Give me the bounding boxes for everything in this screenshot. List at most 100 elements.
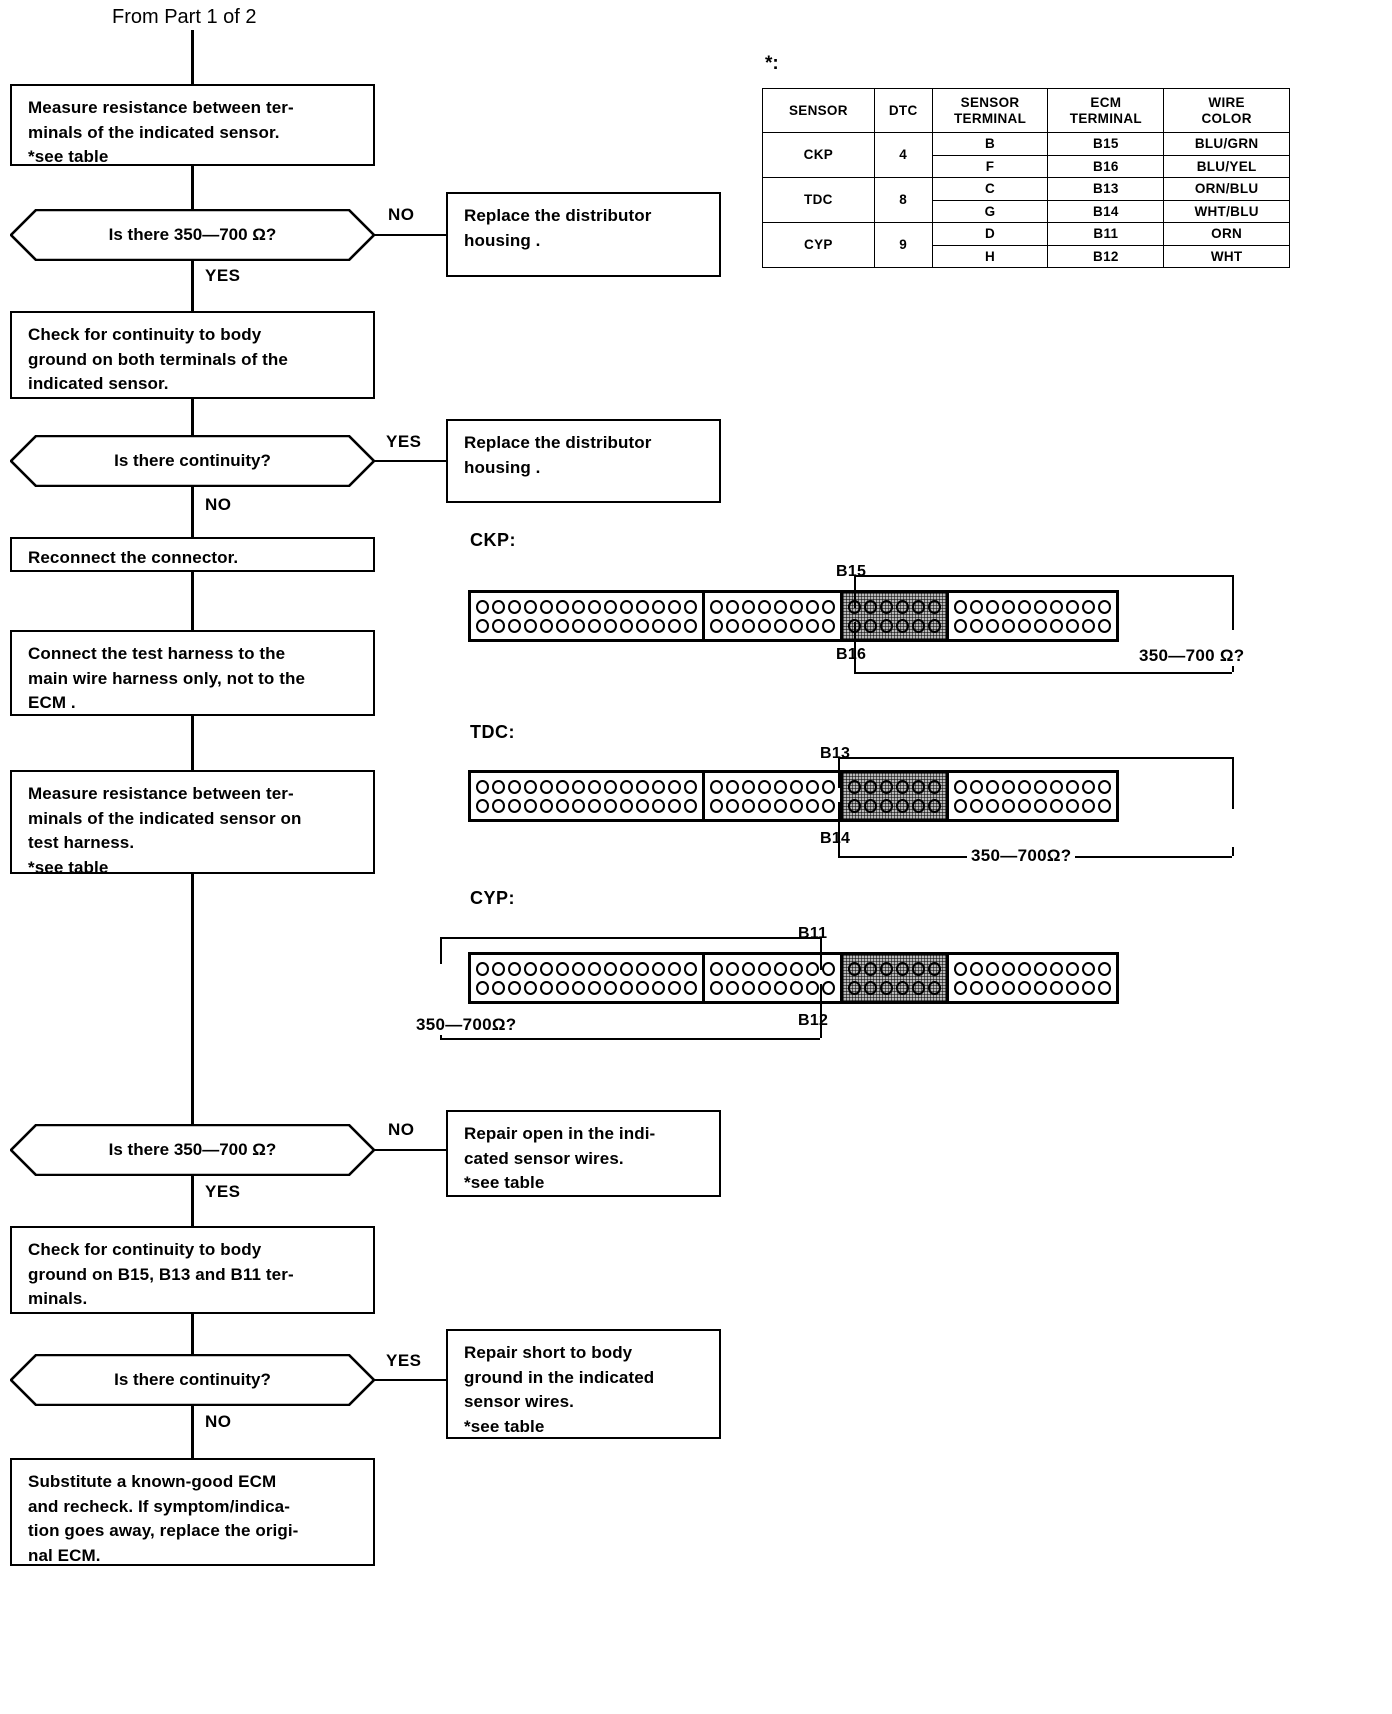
- flow-connector: [373, 1149, 451, 1151]
- decision-resistance-2: Is there 350—700 Ω?: [10, 1124, 375, 1176]
- connector-pin: [572, 618, 585, 633]
- connector-pin: [604, 599, 617, 614]
- measurement-bracket-bottom-end2: [820, 1029, 822, 1038]
- connector-pin: [1002, 961, 1015, 976]
- connector-pin: [1066, 779, 1079, 794]
- connector-pin: [1066, 618, 1079, 633]
- connector-pin: [1050, 980, 1063, 995]
- connector-segment-1: [471, 593, 705, 639]
- connector-pin: [880, 980, 893, 995]
- connector-pin: [710, 798, 723, 813]
- decision-continuity-2: Is there continuity?: [10, 1354, 375, 1406]
- connector-pin: [848, 961, 861, 976]
- connector-pin: [652, 798, 665, 813]
- connector-pin: [774, 599, 787, 614]
- connector-pin: [1018, 779, 1031, 794]
- pin-row: [476, 779, 697, 794]
- pin-pointer-line: [838, 757, 840, 788]
- cell-wire-color: ORN: [1163, 222, 1290, 246]
- connector-pin: [620, 980, 633, 995]
- connector-pin: [822, 961, 835, 976]
- connector-pin: [758, 961, 771, 976]
- connector-pin: [620, 599, 633, 614]
- hexagon-shape: [10, 435, 375, 487]
- cell-dtc: 8: [873, 177, 933, 224]
- connector-pin: [1082, 618, 1095, 633]
- connector-segment-3: [843, 955, 949, 1001]
- pin-pointer-line: [820, 984, 822, 1038]
- pin-row: [710, 779, 835, 794]
- branch-label-no-1: NO: [388, 205, 415, 224]
- pin-row: [954, 961, 1111, 976]
- pin-row: [710, 798, 835, 813]
- flow-connector: [191, 399, 194, 435]
- branch-label-yes-1: YES: [205, 266, 241, 285]
- connector-title-tdc: TDC:: [470, 722, 515, 742]
- connector-pin: [742, 961, 755, 976]
- cell-sensor: CYP: [762, 222, 875, 269]
- pin-row: [954, 618, 1111, 633]
- connector-pin: [588, 618, 601, 633]
- cell-sensor: CKP: [762, 132, 875, 179]
- connector-pin: [572, 779, 585, 794]
- connector-pin: [540, 599, 553, 614]
- connector-pin: [572, 961, 585, 976]
- connector-pin: [954, 961, 967, 976]
- connector-pin: [880, 599, 893, 614]
- connector-pin: [806, 599, 819, 614]
- connector-pin: [1002, 798, 1015, 813]
- connector-pin: [928, 618, 941, 633]
- measurement-bracket-bottom: [440, 1038, 820, 1040]
- measurement-bracket-bottom-end2: [1232, 663, 1234, 672]
- connector-pin: [668, 980, 681, 995]
- connector-pin: [620, 618, 633, 633]
- connector-pin: [710, 599, 723, 614]
- connector-pin: [556, 980, 569, 995]
- pin-row: [848, 599, 941, 614]
- pin-label-B16: B16: [836, 646, 867, 663]
- connector-pin: [758, 599, 771, 614]
- connector-pin: [636, 599, 649, 614]
- pin-row: [710, 980, 835, 995]
- connector-pin: [620, 798, 633, 813]
- connector-pin: [986, 980, 999, 995]
- connector-pin: [742, 779, 755, 794]
- connector-pin: [1050, 961, 1063, 976]
- connector-pin: [1098, 798, 1111, 813]
- connector-pin: [1002, 599, 1015, 614]
- connector-pin: [476, 779, 489, 794]
- connector-pin: [864, 618, 877, 633]
- pin-row: [954, 980, 1111, 995]
- connector-pin: [822, 618, 835, 633]
- connector-pin: [476, 980, 489, 995]
- step-reconnect-connector: Reconnect the connector.: [10, 537, 375, 572]
- connector-pin: [742, 980, 755, 995]
- connector-pin: [540, 798, 553, 813]
- connector-pin: [986, 618, 999, 633]
- connector-pin: [652, 599, 665, 614]
- connector-pin: [864, 798, 877, 813]
- flow-connector: [191, 261, 194, 311]
- cell-ecm-terminal: B14: [1047, 199, 1165, 224]
- measurement-bracket-top: [854, 575, 1232, 577]
- measurement-bracket-top-left: [440, 937, 442, 964]
- connector-pin: [710, 961, 723, 976]
- measurement-bracket-top: [440, 937, 820, 939]
- connector-pin: [636, 779, 649, 794]
- connector-pin: [1034, 961, 1047, 976]
- cell-sensor-terminal: F: [931, 154, 1049, 179]
- connector-pin: [476, 798, 489, 813]
- connector-segment-3: [843, 773, 949, 819]
- connector-pin: [1018, 980, 1031, 995]
- connector-pin: [684, 779, 697, 794]
- measurement-bracket-bottom-end: [838, 847, 840, 856]
- flow-connector: [191, 1314, 194, 1354]
- flow-connector: [373, 460, 451, 462]
- pin-pointer-line: [854, 575, 856, 608]
- connector-pin: [572, 599, 585, 614]
- pin-row: [476, 980, 697, 995]
- connector-pin: [492, 779, 505, 794]
